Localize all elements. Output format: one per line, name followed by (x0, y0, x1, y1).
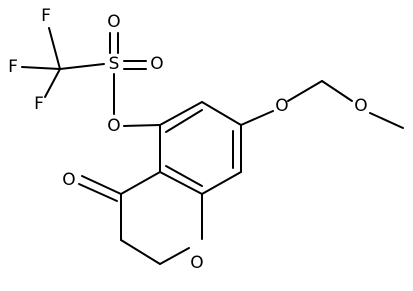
bond-c3-c2 (120, 239, 161, 265)
bonds (21, 27, 404, 265)
bond-c4-o-ketone-b (78, 183, 118, 202)
atom-o-mom-aryl: O (275, 96, 288, 116)
bond-o-methyl (369, 112, 404, 129)
bond-c-f-bottom (44, 68, 61, 98)
bond-o-ch2 (287, 80, 323, 102)
atom-o-triflate: O (107, 116, 120, 136)
atom-f-left: F (8, 57, 18, 77)
atom-o-methoxy: O (354, 96, 367, 116)
atom-o-sulfonyl-top: O (107, 12, 120, 32)
bond-o-aryl-c5 (123, 124, 161, 127)
atom-o-sulfonyl-right: O (150, 54, 163, 74)
atom-labels: F F F S O O O O O O O (8, 6, 368, 273)
bond-ring-c6-c6-inner (165, 109, 203, 133)
bond-c4-o-ketone-a (81, 175, 122, 195)
bond-ring-c5-c6 (159, 101, 203, 126)
bond-c4a-c4 (120, 171, 161, 195)
atom-o-ring: O (190, 253, 203, 273)
bond-c-f-top (48, 27, 61, 70)
atom-f-top: F (41, 6, 51, 26)
bond-c2-o-ring (159, 247, 190, 265)
atom-s: S (109, 54, 120, 74)
bond-ch2-o-methoxy (321, 80, 353, 102)
atom-o-ketone: O (62, 170, 75, 190)
bond-ring-c8a-c4a-inner (165, 165, 203, 187)
atom-f-bottom: F (34, 94, 44, 114)
bond-ring-c8-c8a (201, 171, 242, 195)
bond-c-f-left (21, 66, 61, 70)
bond-c7-o-mom (240, 110, 274, 126)
bond-c-s (59, 63, 105, 70)
bond-ring-c8a-c4a (159, 171, 203, 195)
bond-ring-c6-c7 (201, 101, 242, 126)
